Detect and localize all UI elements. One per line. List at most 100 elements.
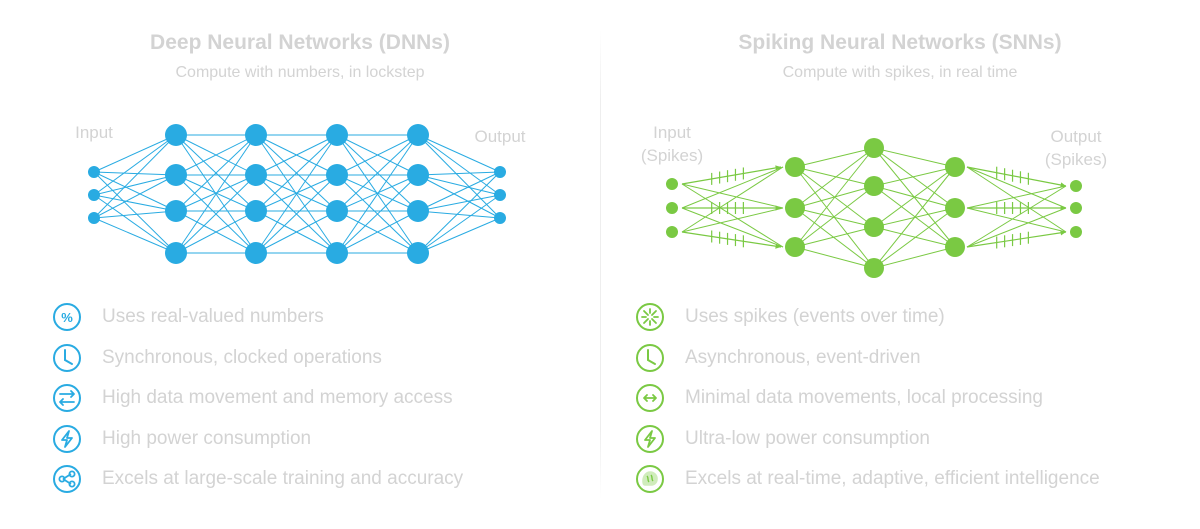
snn-connection [794, 226, 875, 248]
dnn-feature-item: High power consumption [52, 419, 463, 460]
real-numbers-icon: % [52, 302, 82, 332]
dnn-feature-text: Synchronous, clocked operations [102, 346, 382, 368]
snn-output-label-sub: (Spikes) [1045, 150, 1107, 169]
dnn-input-node [88, 166, 100, 178]
dnn-connection [93, 217, 177, 254]
dnn-title: Deep Neural Networks (DNNs) [150, 31, 450, 54]
brain-icon [635, 464, 665, 494]
dnn-connection [417, 174, 501, 219]
snn-connection [681, 207, 784, 233]
snn-spike-line [681, 231, 782, 248]
local-arrows-icon [635, 383, 665, 413]
dnn-neuron [326, 200, 348, 222]
dnn-neuron [326, 242, 348, 264]
dnn-connection [417, 174, 501, 196]
dnn-connection [93, 134, 177, 219]
snn-input-node [666, 178, 678, 190]
dnn-feature-text: High data movement and memory access [102, 387, 453, 409]
dnn-connection [417, 194, 501, 254]
dnn-output-label: Output [474, 127, 525, 146]
dnn-connection [417, 210, 501, 219]
dnn-connection [255, 134, 338, 176]
snn-connection [681, 166, 784, 209]
snn-output-node [1070, 180, 1082, 192]
dnn-connection [93, 171, 177, 212]
dnn-connection [93, 210, 177, 219]
dnn-connection [255, 134, 338, 212]
snn-input-label: Input [653, 123, 691, 142]
dnn-neuron [165, 164, 187, 186]
dnn-neuron [326, 124, 348, 146]
snn-input-label-sub: (Spikes) [641, 146, 703, 165]
dnn-feature-text: Excels at large-scale training and accur… [102, 468, 464, 490]
snn-connection [873, 166, 956, 269]
dnn-connection [175, 174, 257, 254]
dnn-feature-item: High data movement and memory access [52, 378, 463, 419]
snn-neuron [785, 237, 805, 257]
snn-connection [873, 185, 956, 248]
snn-spike-line [966, 231, 1067, 248]
svg-text:%: % [61, 310, 73, 325]
snn-feature-text: Uses spikes (events over time) [685, 306, 945, 328]
snn-neuron [864, 176, 884, 196]
snn-feature-text: Excels at real-time, adaptive, efficient… [685, 468, 1100, 490]
dnn-output-node [494, 212, 506, 224]
share-icon [52, 464, 82, 494]
snn-connection [794, 147, 875, 209]
dnn-neuron [407, 242, 429, 264]
snn-feature-item: Asynchronous, event-driven [635, 338, 1100, 379]
snn-connection [966, 207, 1067, 248]
snn-feature-text: Ultra-low power consumption [685, 427, 930, 449]
dnn-input-node [88, 189, 100, 201]
snn-feature-item: Excels at real-time, adaptive, efficient… [635, 459, 1100, 500]
snn-neuron [945, 237, 965, 257]
dnn-neuron [245, 200, 267, 222]
snn-neuron [945, 198, 965, 218]
snn-arrowhead [1060, 230, 1066, 236]
dnn-connection [255, 134, 338, 254]
dnn-connection [93, 134, 177, 173]
dnn-connection [255, 174, 338, 212]
snn-feature-item: Uses spikes (events over time) [635, 297, 1100, 338]
dnn-subtitle: Compute with numbers, in lockstep [175, 64, 425, 81]
dnn-neuron [245, 124, 267, 146]
snn-connection [794, 147, 875, 248]
dnn-connection [417, 217, 501, 254]
snn-neuron [785, 157, 805, 177]
snn-connection [873, 166, 956, 187]
snn-connection [794, 166, 875, 187]
snn-connection [794, 207, 875, 269]
dnn-connection [255, 210, 338, 254]
dnn-neuron [407, 124, 429, 146]
dnn-feature-item: % Uses real-valued numbers [52, 297, 463, 338]
dnn-connection [336, 134, 419, 254]
dnn-neuron [165, 242, 187, 264]
snn-input-node [666, 202, 678, 214]
dnn-connection [93, 194, 177, 254]
dnn-connection [336, 134, 419, 176]
snn-connection [873, 147, 956, 209]
dnn-network-diagram: Input Output [75, 123, 526, 264]
snn-title: Spiking Neural Networks (SNNs) [738, 31, 1062, 54]
dnn-connection [175, 134, 257, 254]
power-icon [52, 424, 82, 454]
dnn-connection [93, 134, 177, 196]
dnn-connection [417, 134, 501, 173]
dnn-connection [336, 174, 419, 254]
snn-spike-line [966, 166, 1067, 187]
snn-neuron [864, 217, 884, 237]
snn-connection [873, 207, 956, 269]
snn-connection [794, 147, 875, 168]
snn-output-node [1070, 202, 1082, 214]
snn-network-diagram: Input (Spikes) Output (Spikes) [641, 123, 1107, 278]
snn-neuron [864, 138, 884, 158]
snn-connection [681, 183, 784, 248]
snn-connection [966, 166, 1067, 209]
dnn-feature-text: Uses real-valued numbers [102, 306, 324, 328]
dnn-connection [336, 210, 419, 254]
snn-connection [966, 185, 1067, 209]
dnn-connection [93, 171, 177, 176]
clock-icon [52, 343, 82, 373]
snn-connection [681, 166, 784, 233]
dnn-connection [417, 194, 501, 212]
